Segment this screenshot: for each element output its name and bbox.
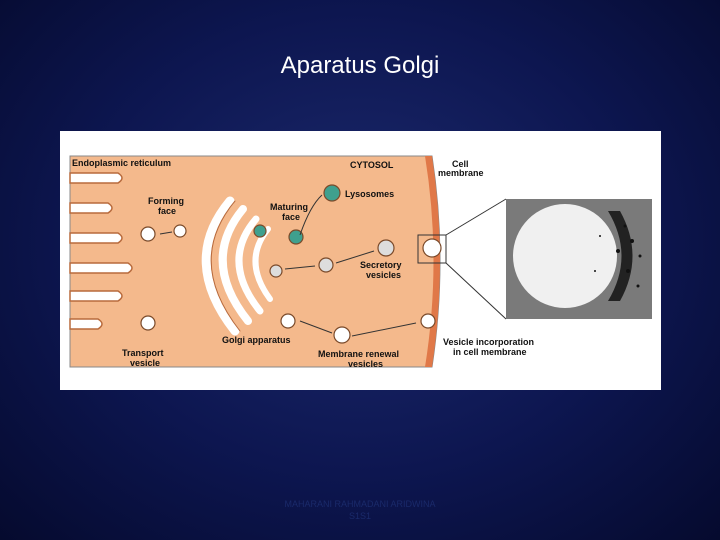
secretory-vesicle (269, 264, 283, 278)
zoom-line (445, 262, 507, 320)
label-incorporation-1: Vesicle incorporation (443, 337, 534, 347)
label-cytosol: CYTOSOL (350, 160, 394, 170)
incorporated-vesicle (420, 313, 436, 329)
transport-vesicle (173, 224, 187, 238)
footer-code: S1S1 (348, 511, 372, 521)
label-forming-1: Forming (148, 196, 184, 206)
secretory-vesicle (318, 257, 334, 273)
label-renewal-1: Membrane renewal (318, 349, 399, 359)
cell-membrane (425, 156, 440, 367)
zoom-line (445, 198, 507, 236)
vesicles (140, 184, 442, 344)
electron-micrograph (506, 199, 652, 319)
lysosome (253, 224, 267, 238)
footer-author: MAHARANI RAHMADANI ARIDWINA (284, 499, 436, 509)
label-lysosomes: Lysosomes (345, 189, 394, 199)
slide-title: Aparatus Golgi (280, 52, 440, 79)
label-transport-1: Transport (122, 348, 164, 358)
endoplasmic-reticulum (69, 172, 133, 330)
transport-vesicle (140, 315, 156, 331)
label-transport-2: vesicle (130, 358, 160, 368)
label-secretory-1: Secretory (360, 260, 402, 270)
label-renewal-2: vesicles (348, 359, 383, 369)
label-cell-membrane-2: membrane (438, 168, 484, 178)
lysosome (288, 229, 304, 245)
secretory-vesicle (377, 239, 395, 257)
label-secretory-2: vesicles (366, 270, 401, 280)
label-incorporation-2: in cell membrane (453, 347, 527, 357)
label-cell-membrane-1: Cell (452, 159, 469, 169)
transport-vesicle (140, 226, 156, 242)
membrane-renewal-vesicle (280, 313, 296, 329)
exocytosis-vesicle (422, 238, 442, 258)
golgi-figure: Endoplasmic reticulum CYTOSOL Cell membr… (60, 131, 661, 390)
golgi-diagram: Endoplasmic reticulum CYTOSOL Cell membr… (69, 155, 652, 369)
label-forming-2: face (158, 206, 176, 216)
zoom-box (417, 234, 447, 264)
membrane-renewal-vesicle (333, 326, 351, 344)
lysosome (323, 184, 341, 202)
label-endoplasmic-reticulum: Endoplasmic reticulum (72, 158, 171, 168)
label-maturing-1: Maturing (270, 202, 308, 212)
footer: MAHARANI RAHMADANI ARIDWINA S1S1 (210, 498, 510, 522)
pathway-arrows (159, 194, 417, 337)
label-golgi-apparatus: Golgi apparatus (222, 335, 291, 345)
label-maturing-2: face (282, 212, 300, 222)
